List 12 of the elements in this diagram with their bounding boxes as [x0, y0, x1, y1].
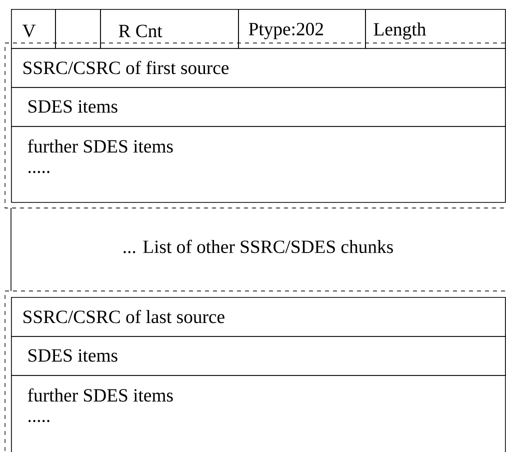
field-row: SDES items [11, 87, 506, 127]
field-row: further SDES items ..... [11, 375, 506, 452]
header-cell [55, 9, 101, 49]
header-cell: Ptype:202 [238, 9, 366, 49]
field-row: SSRC/CSRC of first source [11, 48, 506, 88]
header-cell: R Cnt [100, 9, 239, 49]
field-row: further SDES items ..... [11, 126, 506, 203]
header-cell: V [11, 9, 56, 49]
field-row: SSRC/CSRC of last source [11, 297, 506, 337]
header-cell: Length [365, 9, 506, 49]
field-row: SDES items [11, 336, 506, 376]
chunk-list-row: ... List of other SSRC/SDES chunks [10, 208, 393, 292]
